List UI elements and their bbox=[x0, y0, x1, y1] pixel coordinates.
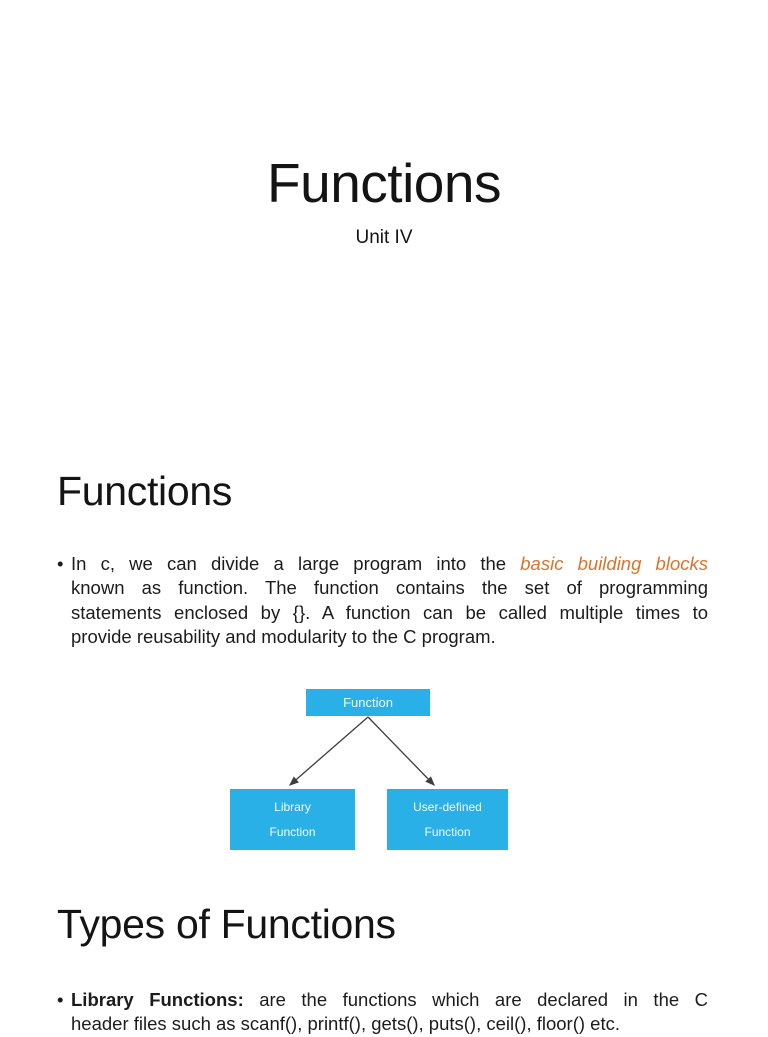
paragraph-line: header files such as scanf(), printf(), … bbox=[71, 1013, 620, 1035]
bullet-marker: • bbox=[57, 553, 64, 574]
function-types-diagram: Function Library Function User-defined F… bbox=[230, 687, 510, 851]
types-bullet-paragraph: • Library Functions: are the functions w… bbox=[57, 988, 708, 1037]
paragraph-line: In c, we can divide a large program into… bbox=[57, 552, 708, 576]
paragraph-line: statements enclosed by {}. A function ca… bbox=[71, 601, 708, 623]
diagram-box-label: Library bbox=[274, 800, 311, 814]
paragraph-text: In c, we can divide a large program into… bbox=[71, 553, 521, 574]
types-of-functions-heading: Types of Functions bbox=[57, 901, 396, 947]
bold-lead-phrase: Library Functions: bbox=[71, 989, 244, 1010]
bullet-marker: • bbox=[57, 989, 64, 1010]
presentation-title: Functions bbox=[267, 152, 501, 214]
diagram-box-label: User-defined bbox=[413, 800, 482, 814]
diagram-box-function: Function bbox=[306, 689, 430, 716]
diagram-box-label: Function bbox=[424, 825, 471, 839]
presentation-subtitle: Unit IV bbox=[355, 227, 413, 248]
diagram-box-label: Function bbox=[343, 695, 393, 710]
functions-bullet-paragraph: • In c, we can divide a large program in… bbox=[57, 552, 708, 649]
diagram-box-label: Function bbox=[269, 825, 316, 839]
highlighted-phrase: basic building blocks bbox=[520, 553, 708, 574]
diagram-box-user-defined-function: User-defined Function bbox=[387, 789, 508, 850]
functions-section-heading: Functions bbox=[57, 468, 233, 514]
diagram-box-library-function: Library Function bbox=[230, 789, 355, 850]
paragraph-line: known as function. The function contains… bbox=[71, 577, 708, 599]
paragraph-line: Library Functions: are the functions whi… bbox=[57, 988, 708, 1012]
paragraph-line: provide reusability and modularity to th… bbox=[71, 625, 496, 647]
paragraph-text: are the functions which are declared in … bbox=[243, 989, 708, 1010]
connector-arrows bbox=[289, 716, 435, 786]
